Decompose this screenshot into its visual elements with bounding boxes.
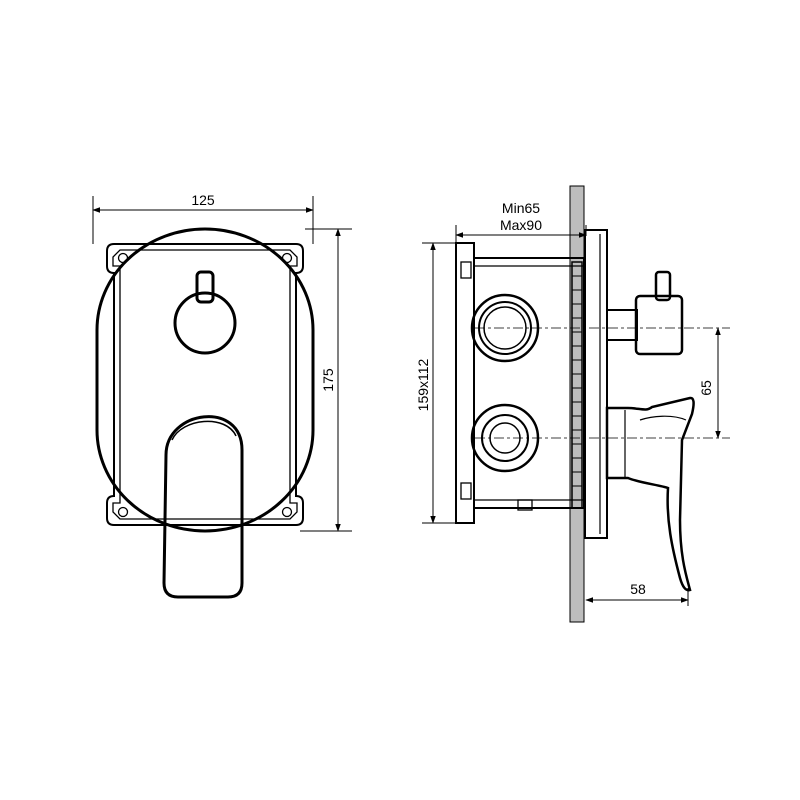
depth-max-label: Max90: [500, 217, 542, 233]
box-body: [473, 257, 585, 509]
diverter-stem: [606, 309, 638, 341]
upper-outlet-inner: [478, 301, 532, 355]
cover-plate-side: [584, 229, 608, 539]
diverter-lever-side: [654, 270, 672, 302]
main-handle: [162, 415, 244, 599]
handle-side: [605, 396, 695, 592]
front-view: 125 175: [92, 192, 352, 599]
outlet-spacing-label: 65: [698, 380, 714, 396]
box-flange: [455, 242, 475, 524]
mount-hole-br: [281, 506, 293, 518]
handle-side-contour: [639, 415, 687, 421]
mount-hole-bl: [117, 506, 129, 518]
mounting-plate: [106, 243, 304, 526]
depth-min-label: Min65: [502, 200, 540, 216]
diverter-knob-side: [634, 294, 684, 356]
projection-label: 58: [630, 581, 646, 597]
width-label: 125: [191, 192, 215, 208]
diverter-knob: [173, 291, 237, 355]
handle-edge: [171, 420, 237, 441]
box-tab-top: [460, 261, 472, 279]
mounting-plate-inner: [112, 249, 298, 520]
side-view: Min65 Max90 159x112 65 58: [415, 185, 730, 623]
box-foot: [517, 499, 533, 511]
box-tab-bottom: [460, 482, 472, 500]
box-size-label: 159x112: [415, 358, 431, 411]
cover-plate-oval: [95, 227, 315, 533]
threaded-sleeve: [571, 261, 583, 509]
height-label: 175: [320, 368, 336, 392]
diverter-lever: [195, 270, 215, 304]
